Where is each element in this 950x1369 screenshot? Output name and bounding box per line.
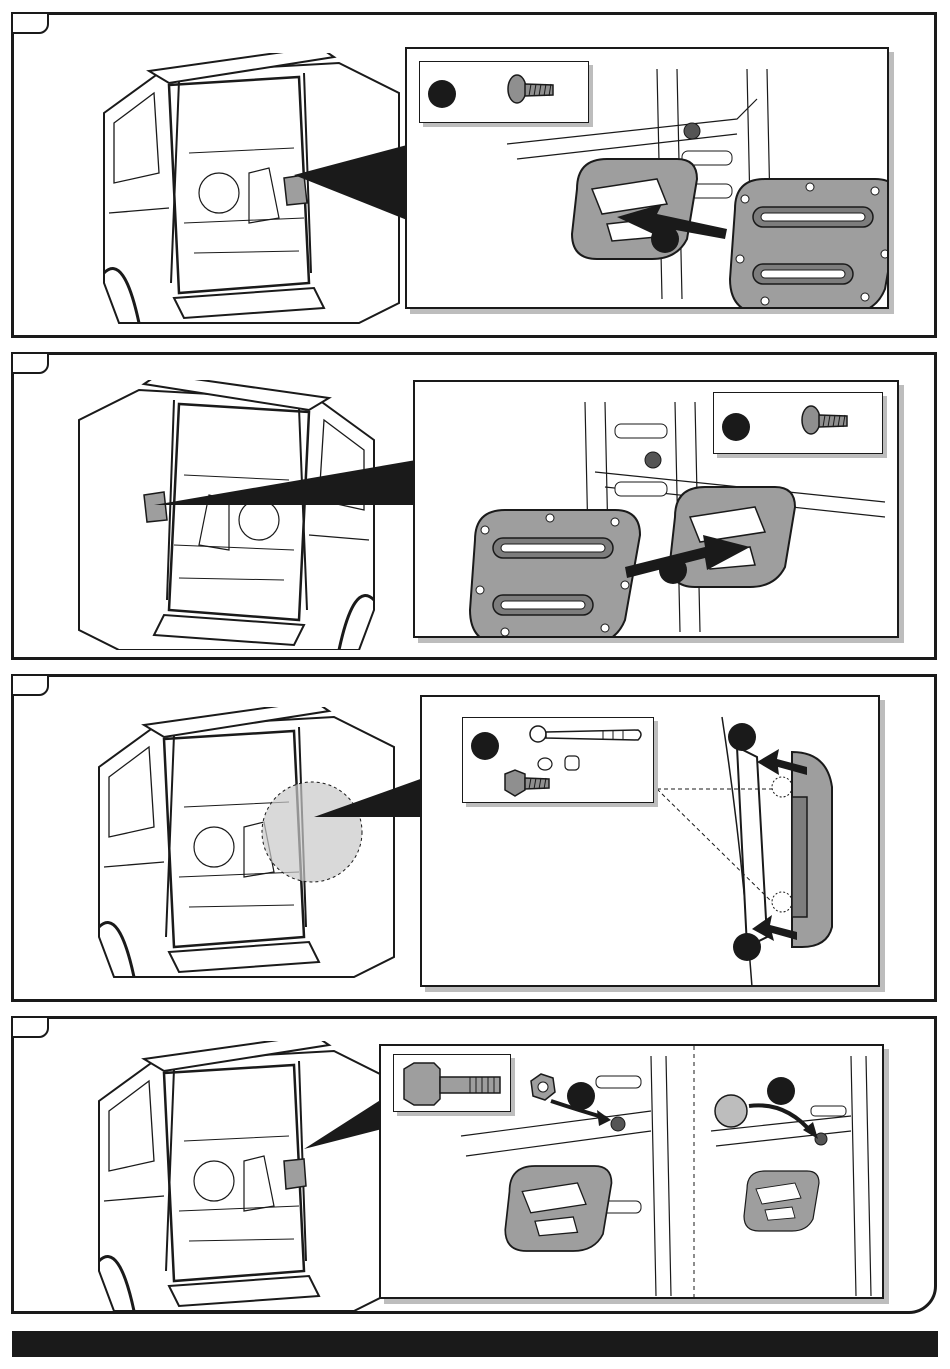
van-rear-view [94, 1041, 414, 1311]
step-3-tab [11, 674, 49, 696]
step-1-panel [11, 12, 937, 338]
plug-icon [715, 1095, 747, 1127]
step-4-tab [11, 1016, 49, 1038]
parts-box [462, 717, 654, 803]
socket-icon [400, 1061, 506, 1107]
parts-box [393, 1054, 511, 1112]
parts-box [713, 392, 883, 454]
bolt-icon [501, 768, 557, 802]
ratchet-icon [528, 722, 648, 752]
step-4-detail [379, 1044, 884, 1299]
step-3-panel [11, 674, 937, 1002]
zoom-beam [154, 460, 419, 520]
step-2-panel [11, 352, 937, 660]
zoom-beam [304, 1094, 384, 1164]
step-1-tab [11, 12, 49, 34]
step-4-panel [11, 1016, 937, 1314]
step-2-tab [11, 352, 49, 374]
step-marker [471, 732, 499, 760]
parts-box [419, 61, 589, 123]
step-1-detail [405, 47, 889, 309]
step-2-detail [413, 380, 899, 638]
step-marker [722, 413, 750, 441]
bolt-icon [505, 74, 561, 110]
zoom-beam [314, 772, 429, 852]
step-3-detail [420, 695, 880, 987]
footer-bar [12, 1331, 938, 1357]
zoom-beam [294, 135, 409, 235]
bolt-icon [799, 405, 855, 441]
step-marker [428, 80, 456, 108]
